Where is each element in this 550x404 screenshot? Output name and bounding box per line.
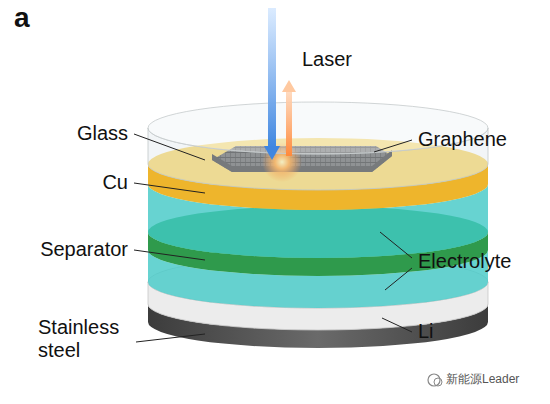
part-name: Graphene <box>418 128 507 151</box>
part-name: Separator <box>40 238 128 261</box>
leader-line <box>374 140 412 152</box>
part-name: Li <box>418 320 434 343</box>
laser-arrowhead <box>264 146 280 160</box>
leader-line <box>385 268 412 290</box>
laser-beam-out <box>286 90 292 156</box>
panel-letter: a <box>14 2 30 34</box>
laser-beam-in <box>268 8 276 148</box>
watermark: 新能源Leader <box>446 373 519 387</box>
beam-label: Laser <box>302 48 352 71</box>
leader-line <box>380 232 412 258</box>
part-name: Glass <box>77 122 128 145</box>
part-name: Electrolyte <box>418 250 511 273</box>
leader-line <box>134 183 205 193</box>
leader-line <box>134 250 205 260</box>
part-name: Cu <box>102 171 128 194</box>
leader-line <box>382 318 412 332</box>
leader-line <box>134 134 205 160</box>
watermark-icon <box>434 378 442 386</box>
part-name: Stainless steel <box>38 316 134 362</box>
leader-line <box>136 334 205 342</box>
laser-arrowhead <box>282 80 296 92</box>
